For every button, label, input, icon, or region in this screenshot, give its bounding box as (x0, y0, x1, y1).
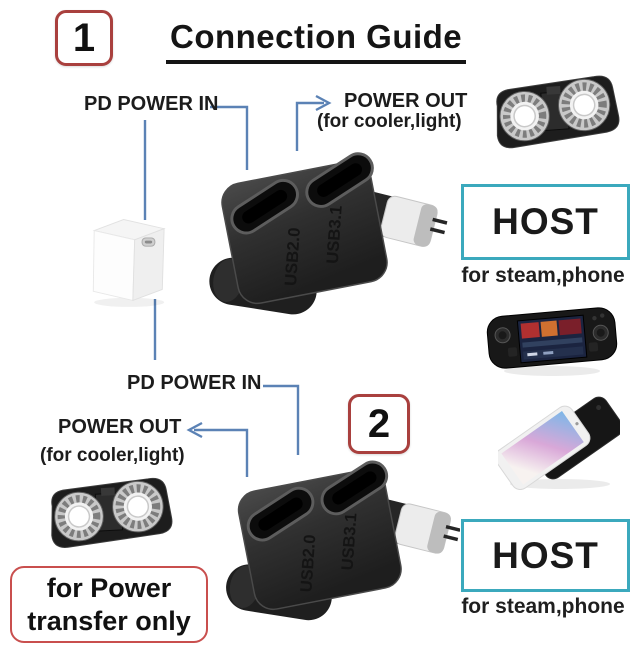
usb2-port-label: USB2.0 (281, 227, 304, 287)
power-out-note-2: (for cooler,light) (40, 445, 185, 466)
arrowhead-power-out-1 (315, 94, 332, 112)
host-label-1: HOST (492, 201, 599, 242)
connector-power-out-1 (295, 101, 324, 151)
step-2-badge: 2 (348, 394, 410, 454)
usb3-port (305, 152, 374, 208)
phone-front (498, 405, 591, 490)
usb2-port-label: USB2.0 (297, 534, 319, 593)
host-box-2: HOST (461, 519, 630, 592)
power-transfer-note-box: for Power transfer only (10, 566, 208, 643)
connector-power-out-2 (194, 428, 249, 477)
step-1-number: 1 (72, 15, 96, 60)
connector-pd-in-2 (263, 384, 300, 455)
steam-deck-image (486, 307, 618, 376)
pd-power-in-label-1: PD POWER IN (84, 93, 219, 115)
power-transfer-note: for Power transfer only (27, 572, 191, 636)
usb3-port-label: USB3.1 (323, 205, 346, 265)
usb3-port (320, 460, 389, 516)
usb3-port-label: USB3.1 (339, 512, 361, 571)
power-brick-image (92, 219, 166, 307)
host-note-2: for steam,phone (461, 595, 625, 618)
power-out-note-1: (for cooler,light) (317, 111, 462, 132)
step-1-badge: 1 (55, 10, 113, 66)
cooler-fan-right (558, 78, 611, 132)
usb-c-adapter-image-2: USB2.0 USB3.1 (226, 460, 460, 621)
adapter-body: USB2.0 USB3.1 (221, 152, 388, 305)
cooler-fan-left (499, 90, 550, 142)
cooler-fan-left (54, 491, 104, 542)
host-box-1: HOST (461, 184, 630, 260)
connector-pd-in-1 (210, 105, 249, 170)
page-title-wrap: Connection Guide (166, 18, 467, 64)
brick-front-face (92, 229, 136, 302)
usb2-port (246, 486, 315, 542)
host-note-1: for steam,phone (461, 264, 625, 287)
phone-screen (501, 411, 584, 485)
cooler-fan-right (112, 480, 164, 533)
brick-side-face (132, 228, 165, 302)
power-out-label-1: POWER OUT (344, 90, 468, 112)
usb2-port (230, 178, 299, 235)
host-label-2: HOST (492, 534, 599, 576)
phone-image (498, 396, 620, 490)
adapter-body: USB2.0 USB3.1 (237, 460, 402, 611)
pd-power-in-label-2: PD POWER IN (127, 372, 262, 394)
cooler-image-2 (51, 477, 173, 548)
usb-c-adapter-image-1: USB2.0 USB3.1 (209, 152, 448, 315)
cooler-image-1 (496, 75, 620, 149)
step-2-number: 2 (367, 401, 391, 446)
arrowhead-power-out-2 (186, 421, 203, 439)
power-out-label-2: POWER OUT (58, 416, 182, 438)
page-title: Connection Guide (166, 18, 467, 64)
